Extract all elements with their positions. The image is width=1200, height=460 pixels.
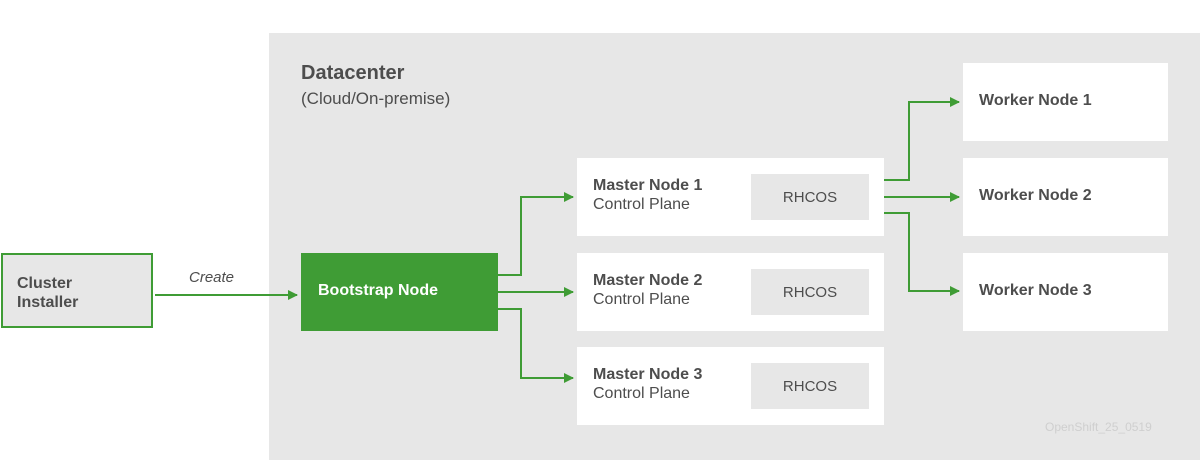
worker-node-3: Worker Node 3 [963,253,1168,331]
cluster-installer-label-line1: Cluster [17,275,73,292]
cluster-installer-label: Cluster Installer [17,274,78,312]
master-node-name: Master Node 3 [593,366,703,383]
datacenter-title: Datacenter [301,62,405,84]
worker-node-2: Worker Node 2 [963,158,1168,236]
master-node-1: Master Node 1 Control Plane RHCOS [577,158,884,236]
bootstrap-node-label: Bootstrap Node [318,282,438,299]
master-node-role: Control Plane [593,196,690,213]
datacenter-subtitle: (Cloud/On-premise) [301,89,451,108]
cluster-installer-label-line2: Installer [17,294,79,311]
worker-node-1: Worker Node 1 [963,63,1168,141]
worker-node-label: Worker Node 1 [979,92,1092,109]
worker-node-label: Worker Node 2 [979,187,1092,204]
master-node-role: Control Plane [593,291,690,308]
cluster-installer-node: Cluster Installer [1,253,153,328]
create-edge-label: Create [189,269,235,286]
rhcos-box: RHCOS [751,363,869,409]
rhcos-label: RHCOS [782,188,838,206]
rhcos-label: RHCOS [782,283,838,301]
figure-id-watermark: OpenShift_25_0519 [1045,420,1152,434]
worker-node-label: Worker Node 3 [979,282,1092,299]
rhcos-box: RHCOS [751,269,869,315]
rhcos-box: RHCOS [751,174,869,220]
master-node-name: Master Node 1 [593,177,703,194]
master-node-2: Master Node 2 Control Plane RHCOS [577,253,884,331]
rhcos-label: RHCOS [782,377,838,395]
master-node-name: Master Node 2 [593,272,703,289]
master-node-3: Master Node 3 Control Plane RHCOS [577,347,884,425]
bootstrap-node: Bootstrap Node [301,253,498,331]
master-node-role: Control Plane [593,385,690,402]
